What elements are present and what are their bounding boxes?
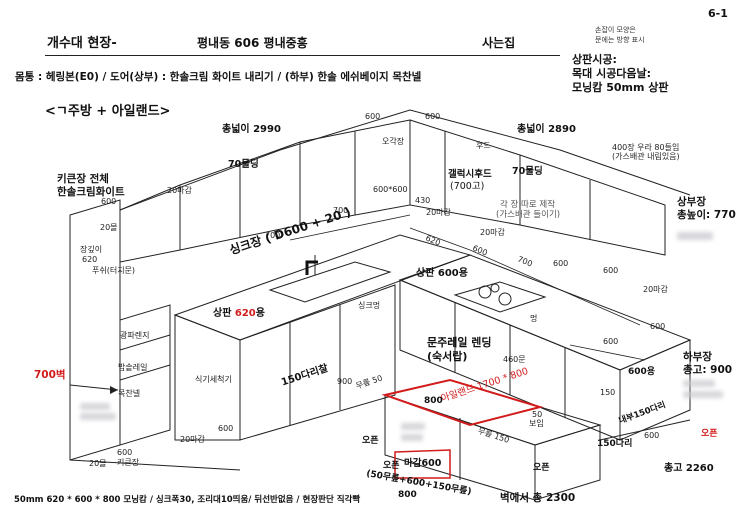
dim-700-a: 700 <box>333 206 349 215</box>
redacted-left-1 <box>80 403 110 410</box>
foot-150-2: 150다리 <box>597 439 633 449</box>
lower-cabinet-label-2: 총고: 900 <box>683 364 733 376</box>
dim-600-top-a: 600 <box>365 112 381 121</box>
status-text: 사는집 <box>482 36 516 50</box>
tall-cab-label: 키큰장 <box>117 458 140 467</box>
tall-cabinet-label-2: 한솔크림화이트 <box>57 186 125 198</box>
margin-600: 마감600 <box>404 458 442 469</box>
dim-430: 430 <box>415 196 431 205</box>
countertop-right: 상판 600용 <box>416 268 468 279</box>
open-right: 오픈 <box>701 429 718 439</box>
corner-cabinet-label: 오각장 <box>382 137 405 146</box>
gallery-hood-2: (700고) <box>450 181 485 192</box>
hole-label: 목찬넬 <box>118 389 141 398</box>
gas-note-1: 400장 우라 80들임 <box>612 143 680 152</box>
dim-600-c: 600 <box>101 197 117 206</box>
drawer-label: 푸쉬(터치문) <box>92 266 136 275</box>
total-width-left: 총넓이 2990 <box>222 124 281 135</box>
redacted-island-1 <box>401 423 425 430</box>
depth-label-2: 620 <box>82 255 98 264</box>
beam-label: 보임 <box>529 419 544 428</box>
height-total: 총고 2260 <box>664 463 714 474</box>
gallery-hood-1: 갤럭시후드 <box>448 169 492 180</box>
install-info-3: 모닝캄 50mm 상판 <box>572 81 669 94</box>
island-formula-2: 800 <box>398 490 417 500</box>
steamer-label: 식기세척기 <box>195 375 232 384</box>
door-460: 460문 <box>503 355 526 364</box>
note-line-1: 손잡이 모양은 <box>595 26 636 34</box>
dim-150: 150 <box>600 388 616 397</box>
upper-cabinet-label-2: 총높이: 770 <box>677 209 736 221</box>
margin-20-e: 20마감 <box>180 435 205 444</box>
redacted-lower-1 <box>683 380 715 387</box>
dim-900: 900 <box>337 377 353 386</box>
page-title: 개수대 현장- <box>47 36 117 51</box>
total-width-right: 총넓이 2890 <box>517 124 576 135</box>
dim-600-e: 600 <box>553 259 569 268</box>
margin-20-a: 20마감 <box>167 186 192 195</box>
open-bottom: 오픈 <box>533 463 550 473</box>
shelf-note-1: 각 장 따로 제작 <box>500 200 556 210</box>
bottom-20-bottom: 20몰 <box>89 459 107 468</box>
margin-20-b: 20마감 <box>426 208 451 217</box>
footer-note: 50mm 620 * 600 * 800 모닝캄 / 싱크폭30, 조리대10띄… <box>14 495 361 505</box>
shelf-note-2: (가스배관 들이기) <box>496 210 561 220</box>
rolltop-left: 70물딩 <box>228 159 259 170</box>
dim-600-i: 600 <box>218 424 234 433</box>
dim-600-top-b: 600 <box>425 112 441 121</box>
wall-total: 벽에서 총 2300 <box>500 492 576 504</box>
gas-note-2: (가스배관 내림있음) <box>612 152 680 161</box>
layout-title: <ㄱ주방 + 아일랜드> <box>45 104 171 119</box>
redacted-left-2 <box>80 413 116 420</box>
upper-cabinet-label-1: 상부장 <box>677 196 706 208</box>
dim-600-k: 600 <box>117 448 133 457</box>
address: 평내동 606 평내중흥 <box>197 36 308 50</box>
depth-label-1: 장깊이 <box>80 245 103 254</box>
dim-800-island: 800 <box>424 396 443 406</box>
sink-bowl-label: 싱크멍 <box>358 301 381 310</box>
dim-600-f: 600 <box>603 266 619 275</box>
redacted-upper <box>677 232 713 240</box>
page-number: 6-1 <box>708 7 728 20</box>
rolltop-right: 70물딩 <box>512 166 543 177</box>
install-info-2: 목대 시공다음날: <box>572 67 652 80</box>
redacted-lower-2 <box>683 391 723 398</box>
margin-20-c: 20마감 <box>480 228 505 237</box>
hood-label: 후드 <box>476 141 491 150</box>
tall-cabinet-label-1: 키큰장 전체 <box>57 173 109 185</box>
install-info-1: 상판시공: <box>572 53 617 66</box>
bottom-20-top: 20몰 <box>100 223 118 232</box>
dim-600-j: 600 <box>644 431 660 440</box>
size-600x600: 600*600 <box>373 185 408 194</box>
hand-mark: 멍 <box>530 314 538 323</box>
open-left: 오픈 <box>362 436 379 446</box>
dim-600-h: 600 <box>603 337 619 346</box>
open-top: 오픈 <box>383 461 400 471</box>
rail-label-1: 문주레일 렌딩 <box>427 336 492 349</box>
light-label: 광파렌지 <box>120 331 150 340</box>
countertop-600-bottom: 600용 <box>628 367 656 377</box>
microwave-label: 밥솥레일 <box>118 363 148 372</box>
dim-700-b: 700 <box>265 231 281 240</box>
rail-label-2: (숙서랍) <box>427 350 468 363</box>
material-line: 몸통 : 헤링본(E0) / 도어(상부) : 한솔크림 화이트 내리기 / (… <box>15 71 422 83</box>
wall-700: 700벽 <box>34 369 66 381</box>
number-50: 50 <box>532 410 543 419</box>
lower-cabinet-label-1: 하부장 <box>683 351 712 363</box>
note-line-2: 문에는 방향 표시 <box>595 36 645 44</box>
redacted-island-2 <box>401 434 423 441</box>
header-underline <box>45 55 560 56</box>
margin-20-d: 20마감 <box>643 285 668 294</box>
dim-600-g: 600 <box>650 322 666 331</box>
countertop-left: 상판 620용 <box>213 308 265 319</box>
